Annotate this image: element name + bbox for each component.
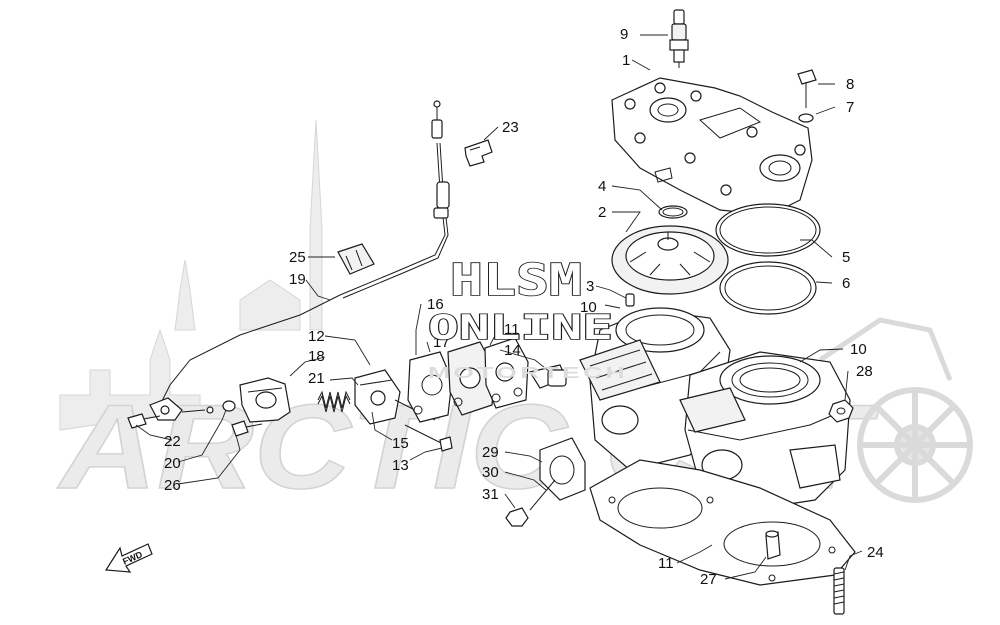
callout-label: 28 <box>856 363 873 380</box>
valve-body-13 <box>354 369 401 425</box>
callout-label: 26 <box>164 477 181 494</box>
callout-label: 20 <box>164 455 181 472</box>
callout-label: 21 <box>308 370 325 387</box>
head-insert-2 <box>611 225 729 295</box>
cylinder-front <box>679 351 851 511</box>
valve-cover-19 <box>239 377 291 423</box>
callout-label: 9 <box>620 26 628 43</box>
fwd-label: FWD <box>121 549 144 567</box>
o-ring-5 <box>715 203 821 257</box>
callout-label: 14 <box>504 342 521 359</box>
callout-label: 3 <box>586 278 594 295</box>
gasket-18 <box>407 351 453 423</box>
o-ring-4 <box>658 205 688 219</box>
callout-label: 1 <box>622 52 630 69</box>
base-gasket <box>589 459 856 586</box>
nut-32 <box>505 507 529 527</box>
dowel-3 <box>625 293 635 307</box>
cable-boot <box>337 243 375 275</box>
actuator-15 <box>529 364 567 389</box>
callout-labels: 9 1 8 7 4 2 5 6 3 10 10 28 24 27 11 29 3… <box>164 26 884 588</box>
head-bolt-8 <box>797 69 817 108</box>
valve-housing-12 <box>484 337 529 409</box>
callout-label: 13 <box>392 457 409 474</box>
callout-label: 4 <box>598 178 606 195</box>
cable-clip <box>464 139 493 167</box>
screw-23 <box>127 413 161 429</box>
callout-label: 30 <box>482 464 499 481</box>
watermark-line3: MOTORTECH <box>428 365 628 382</box>
callout-label: 11 <box>504 321 520 338</box>
throttle-cable <box>159 100 450 406</box>
callout-label: 10 <box>580 299 597 316</box>
callout-label: 27 <box>700 571 717 588</box>
watermark-line2: ONLINE <box>428 308 613 348</box>
snowmobile-wheel-watermark <box>818 317 973 503</box>
callout-label: 7 <box>846 99 854 116</box>
callout-label: 2 <box>598 204 606 221</box>
callout-label: 15 <box>392 435 409 452</box>
valve-spring-22 <box>317 390 351 413</box>
callout-label: 25 <box>289 249 306 266</box>
callout-label: 22 <box>164 433 181 450</box>
callout-label: 10 <box>850 341 867 358</box>
hlsm-watermark: HLSM ONLINE MOTORTECH <box>427 254 628 382</box>
callout-label: 11 <box>658 555 674 572</box>
callout-label: 19 <box>289 271 306 288</box>
cable-end-bracket <box>149 397 214 421</box>
watermark-line1: HLSM <box>450 255 582 306</box>
callout-label: 16 <box>427 296 444 313</box>
spark-plug <box>669 9 689 68</box>
washer-7 <box>798 113 814 123</box>
dowel-28 <box>765 530 781 560</box>
callout-label: 29 <box>482 444 499 461</box>
washer-21 <box>222 400 236 412</box>
callout-label: 6 <box>842 275 850 292</box>
bolt-16-14 <box>394 399 453 452</box>
screw-27 <box>231 420 263 437</box>
valve-housing-17 <box>447 341 496 416</box>
cylinder-head <box>611 77 813 216</box>
callout-label: 8 <box>846 76 854 93</box>
callout-label: 17 <box>433 334 450 351</box>
stud-31 <box>529 479 556 511</box>
callout-label: 18 <box>308 348 325 365</box>
o-ring-6 <box>719 261 817 315</box>
fwd-arrow: FWD <box>104 543 153 573</box>
callout-label: 31 <box>482 486 499 503</box>
callout-label: 24 <box>867 544 884 561</box>
callout-label: 5 <box>842 249 850 266</box>
leader-lines <box>135 34 863 580</box>
callout-label: 23 <box>502 119 519 136</box>
stud-25 <box>833 567 845 615</box>
callout-label: 12 <box>308 328 325 345</box>
